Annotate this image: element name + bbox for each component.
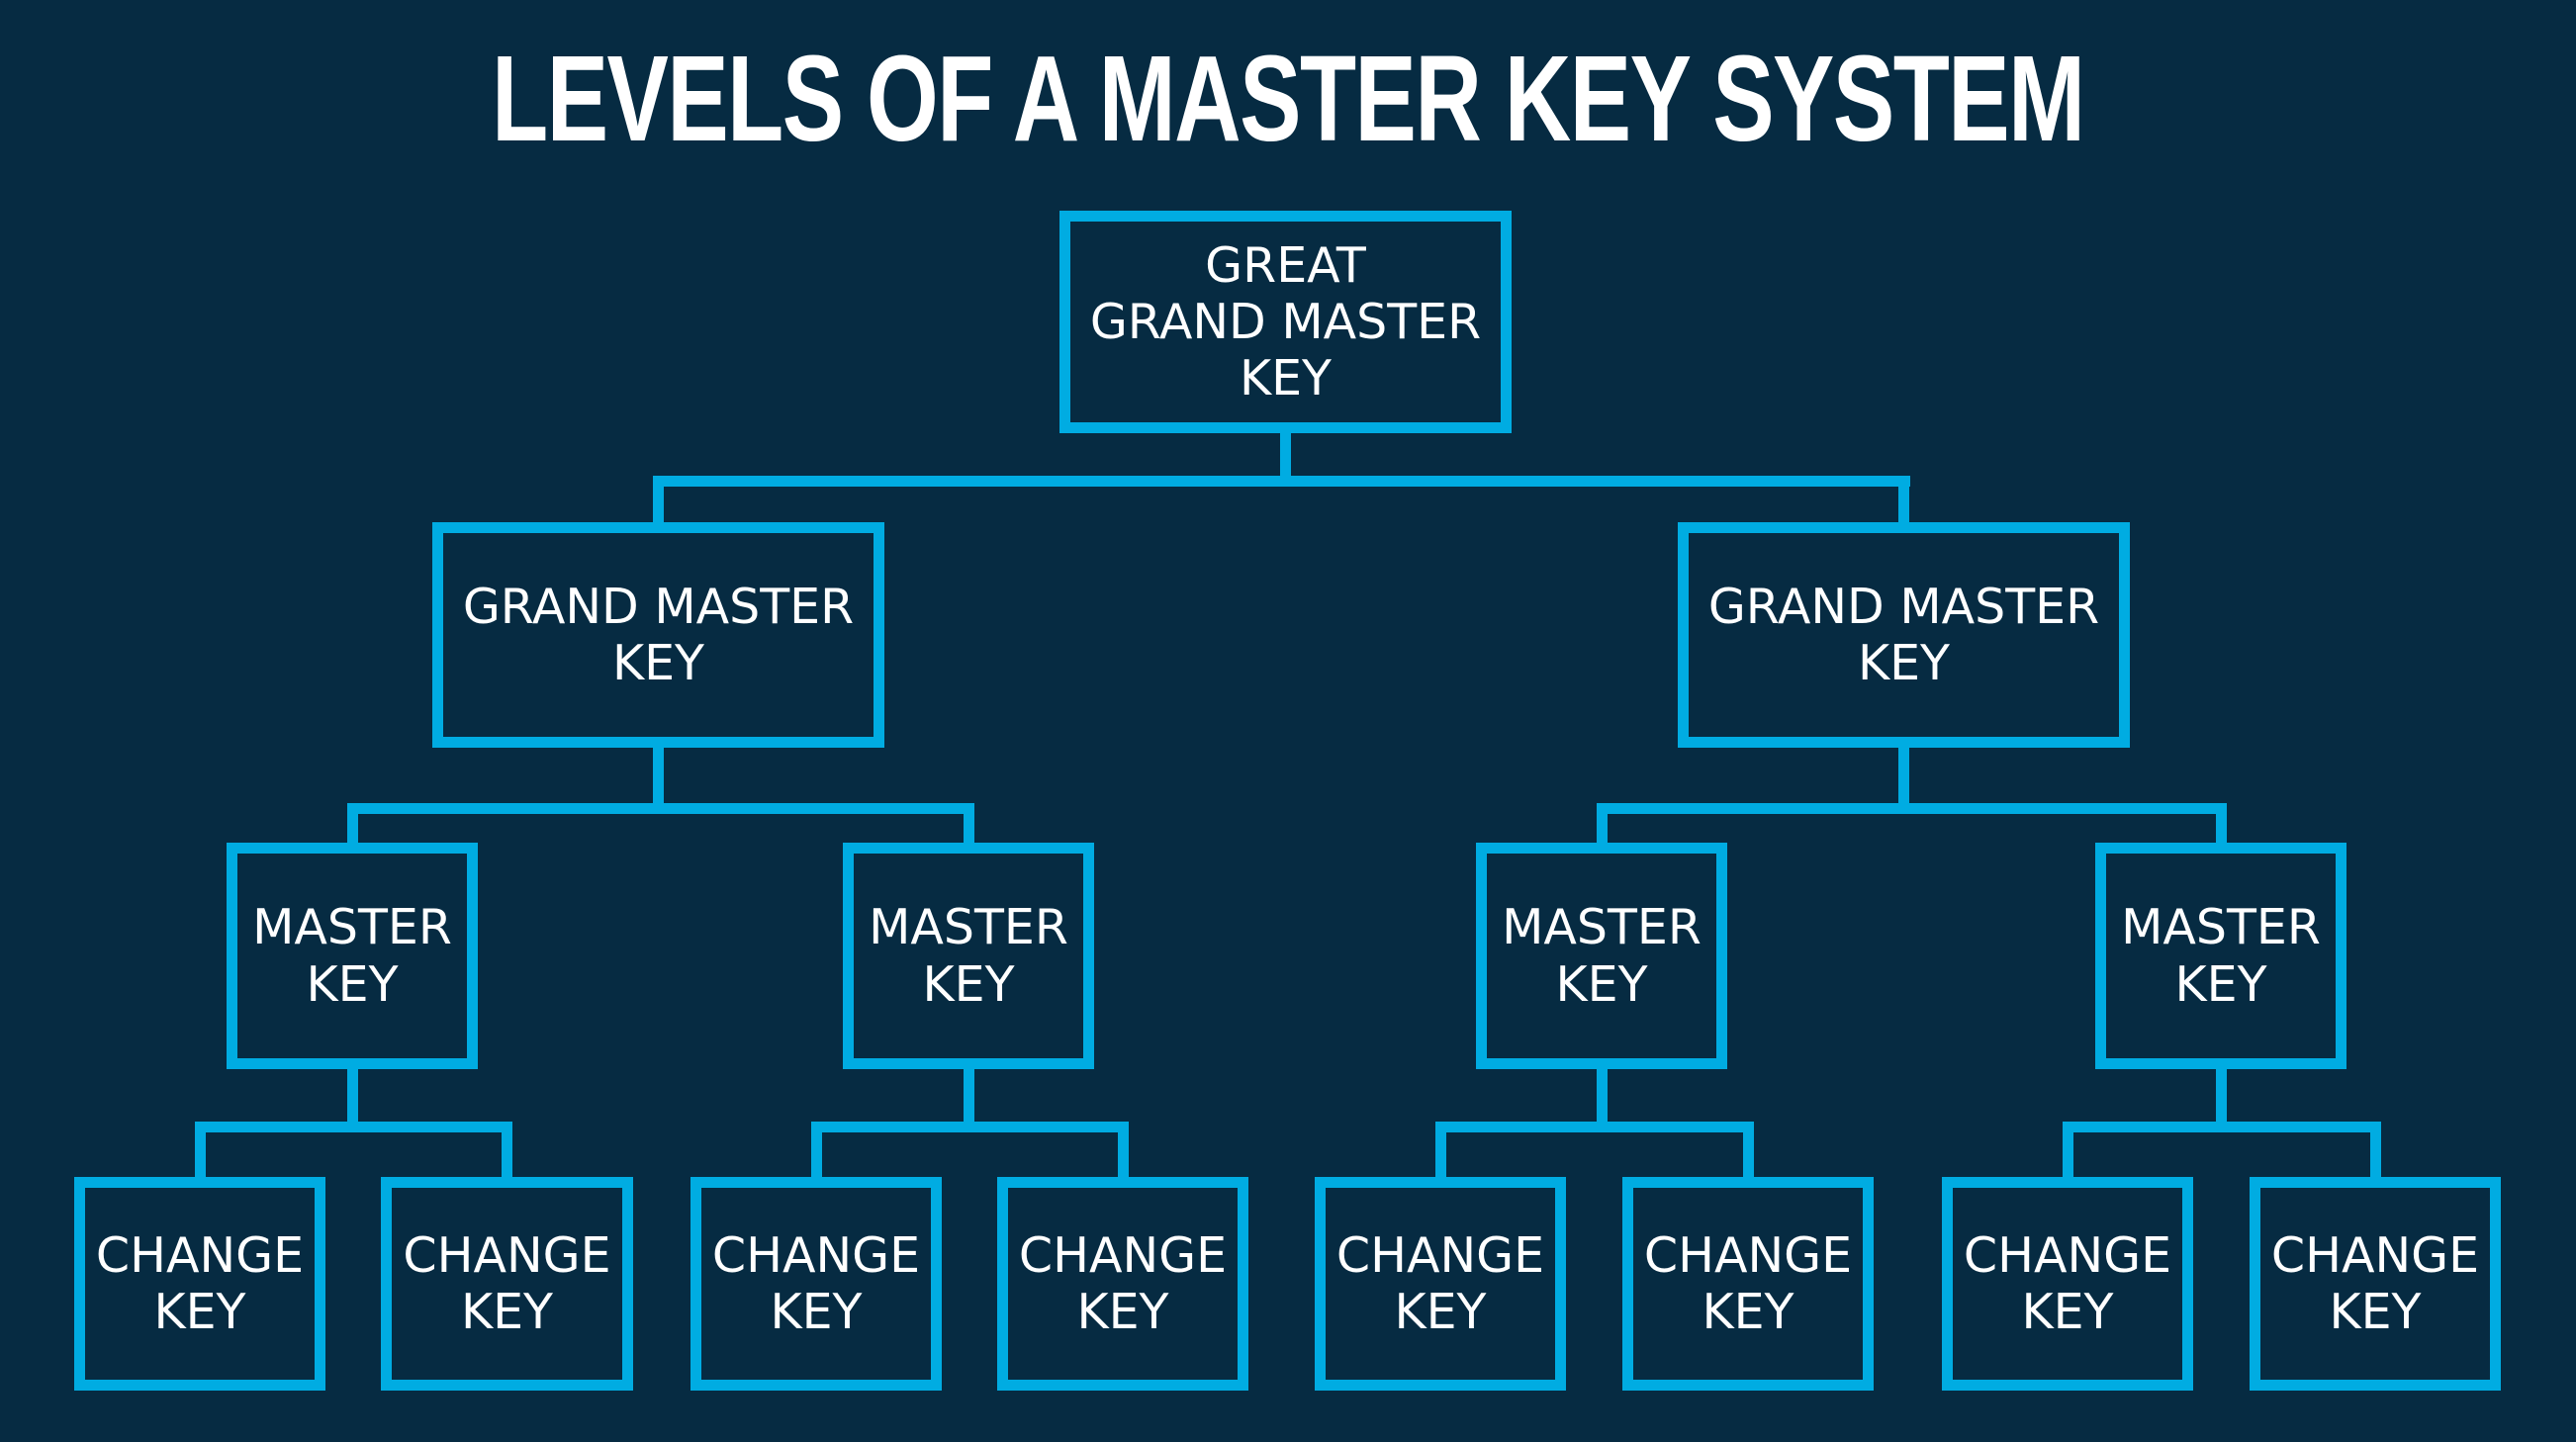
node-great-grand-master-key-label: GREAT GRAND MASTER KEY (1089, 236, 1482, 407)
node-change-key-7-label: CHANGE KEY (1963, 1226, 2172, 1340)
node-master-key-1-label: MASTER KEY (252, 899, 452, 1013)
connector-mk2-stem (964, 1069, 974, 1132)
connector-mk1-crossbar (195, 1122, 512, 1132)
node-master-key-3: MASTER KEY (1476, 843, 1727, 1069)
connector-gmk2-crossbar (1597, 803, 2227, 814)
node-change-key-6: CHANGE KEY (1622, 1177, 1874, 1391)
connector-ck7-drop (2063, 1122, 2073, 1177)
node-change-key-1: CHANGE KEY (74, 1177, 325, 1391)
node-change-key-2: CHANGE KEY (381, 1177, 633, 1391)
connector-ggmk-crossbar (653, 476, 1910, 487)
connector-mk3-crossbar (1435, 1122, 1754, 1132)
connector-gmk1-stem (653, 748, 664, 814)
node-change-key-7: CHANGE KEY (1942, 1177, 2193, 1391)
connector-ck8-drop (2370, 1122, 2381, 1177)
connector-gmk2-drop (1898, 476, 1909, 522)
page-title: LEVELS OF A MASTER KEY SYSTEM (0, 30, 2576, 169)
connector-mk3-stem (1597, 1069, 1608, 1132)
node-change-key-5: CHANGE KEY (1315, 1177, 1566, 1391)
connector-ck4-drop (1118, 1122, 1129, 1177)
connector-ggmk-stem (1280, 433, 1291, 487)
node-master-key-1: MASTER KEY (227, 843, 478, 1069)
node-change-key-4-label: CHANGE KEY (1018, 1226, 1228, 1340)
node-change-key-6-label: CHANGE KEY (1643, 1226, 1853, 1340)
node-change-key-3: CHANGE KEY (690, 1177, 942, 1391)
node-master-key-2: MASTER KEY (843, 843, 1094, 1069)
node-master-key-4-label: MASTER KEY (2121, 899, 2321, 1013)
connector-ck6-drop (1743, 1122, 1754, 1177)
node-change-key-8-label: CHANGE KEY (2270, 1226, 2480, 1340)
connector-mk2-crossbar (811, 1122, 1129, 1132)
node-change-key-2-label: CHANGE KEY (403, 1226, 611, 1340)
connector-ck5-drop (1435, 1122, 1446, 1177)
connector-mk2-drop (964, 803, 974, 843)
node-grand-master-key-2: GRAND MASTER KEY (1678, 522, 2130, 748)
connector-mk4-stem (2216, 1069, 2227, 1132)
node-change-key-5-label: CHANGE KEY (1335, 1226, 1545, 1340)
connector-ck2-drop (502, 1122, 512, 1177)
connector-gmk1-crossbar (347, 803, 974, 814)
connector-mk4-drop (2216, 803, 2227, 843)
node-change-key-3-label: CHANGE KEY (711, 1226, 921, 1340)
connector-mk1-drop (347, 803, 358, 843)
node-great-grand-master-key: GREAT GRAND MASTER KEY (1059, 211, 1512, 433)
connector-ck3-drop (811, 1122, 822, 1177)
node-master-key-2-label: MASTER KEY (869, 899, 1068, 1013)
connector-gmk1-drop (653, 476, 664, 522)
node-change-key-1-label: CHANGE KEY (95, 1226, 305, 1340)
node-master-key-4: MASTER KEY (2095, 843, 2346, 1069)
connector-mk3-drop (1597, 803, 1608, 843)
node-change-key-8: CHANGE KEY (2250, 1177, 2501, 1391)
node-master-key-3-label: MASTER KEY (1502, 899, 1702, 1013)
connector-mk4-crossbar (2063, 1122, 2381, 1132)
node-grand-master-key-1: GRAND MASTER KEY (432, 522, 884, 748)
node-grand-master-key-2-label: GRAND MASTER KEY (1707, 578, 2100, 691)
page-title-text: LEVELS OF A MASTER KEY SYSTEM (492, 32, 2085, 167)
node-change-key-4: CHANGE KEY (997, 1177, 1248, 1391)
connector-mk1-stem (347, 1069, 358, 1132)
node-grand-master-key-1-label: GRAND MASTER KEY (462, 578, 855, 691)
connector-ck1-drop (195, 1122, 206, 1177)
connector-gmk2-stem (1898, 748, 1909, 814)
